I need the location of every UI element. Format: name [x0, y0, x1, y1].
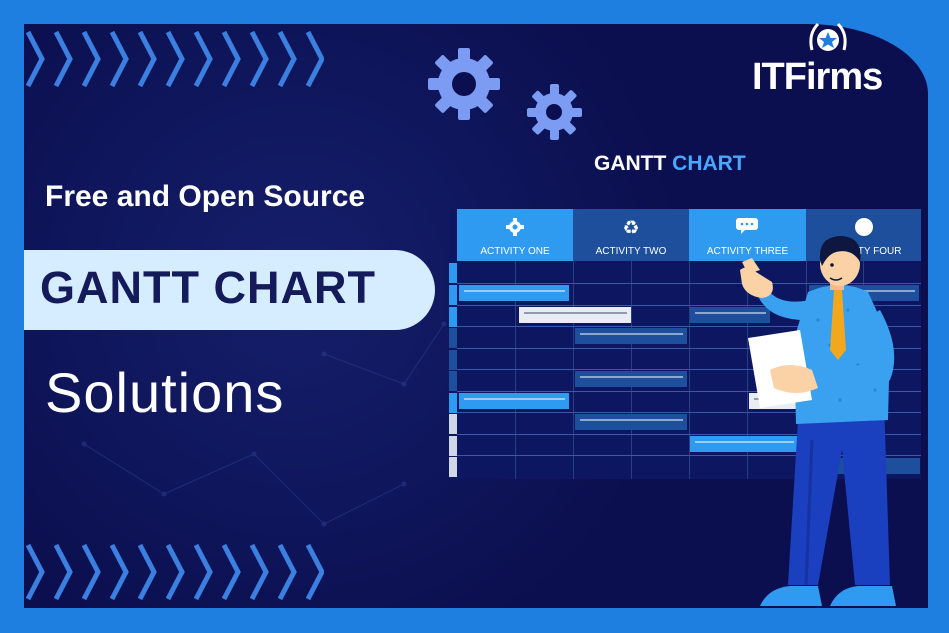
headline-pill	[24, 250, 435, 330]
activity-header-1: ACTIVITY ONE	[457, 209, 573, 261]
task-bar	[459, 393, 569, 409]
row-divider	[457, 326, 921, 327]
hero-tagline: Solutions	[45, 361, 285, 424]
recycle-icon: ♻	[622, 218, 640, 239]
chat-icon	[736, 218, 758, 234]
task-bar	[519, 307, 631, 323]
task-bar	[575, 414, 687, 430]
grid-line	[747, 261, 748, 479]
row-marker	[449, 307, 457, 327]
grid-line	[515, 261, 516, 479]
grid-line	[573, 261, 574, 479]
activity-label-4: ACTIVITY FOUR	[825, 246, 902, 257]
task-bar	[575, 371, 687, 387]
gears-icon	[428, 48, 582, 140]
row-divider	[457, 391, 921, 392]
gantt-title-main: GANTT	[594, 152, 667, 175]
task-bar	[459, 285, 569, 301]
activity-header-3: ACTIVITY THREE	[689, 209, 806, 261]
row-marker	[449, 285, 457, 305]
hero-subtitle: Free and Open Source	[45, 180, 366, 213]
activity-header-2: ♻ ACTIVITY TWO	[573, 209, 689, 261]
row-marker	[449, 436, 457, 456]
activity-label-1: ACTIVITY ONE	[480, 246, 550, 257]
row-marker	[449, 350, 457, 370]
gantt-title-accent: CHART	[672, 152, 746, 175]
activity-label-2: ACTIVITY TWO	[595, 246, 667, 257]
gantt-title: GANTT CHART	[594, 152, 746, 176]
hero-headline: GANTT CHART	[40, 262, 376, 313]
brand-logo[interactable]: ITFirms	[752, 56, 883, 98]
constellation-decoration	[81, 321, 447, 527]
row-divider	[457, 348, 921, 349]
brand-emblem-icon	[809, 22, 847, 51]
row-marker	[449, 393, 457, 413]
circle-icon	[855, 218, 873, 236]
task-bar	[575, 328, 687, 344]
row-divider	[457, 369, 921, 370]
chevron-pattern-bottom	[24, 541, 324, 603]
row-marker	[449, 457, 457, 477]
row-divider	[457, 455, 921, 456]
chevron-pattern-top	[24, 28, 324, 90]
row-marker	[449, 414, 457, 434]
grid-line	[689, 261, 690, 479]
row-divider	[457, 434, 921, 435]
row-marker	[449, 328, 457, 348]
row-divider	[457, 412, 921, 413]
task-bar	[690, 436, 798, 452]
row-marker	[449, 371, 457, 391]
gear-icon	[506, 218, 524, 236]
activity-label-3: ACTIVITY THREE	[706, 246, 789, 257]
row-divider	[457, 305, 921, 306]
grid-line	[631, 261, 632, 479]
task-bar	[690, 307, 770, 323]
row-marker	[449, 263, 457, 283]
row-divider	[457, 283, 921, 284]
